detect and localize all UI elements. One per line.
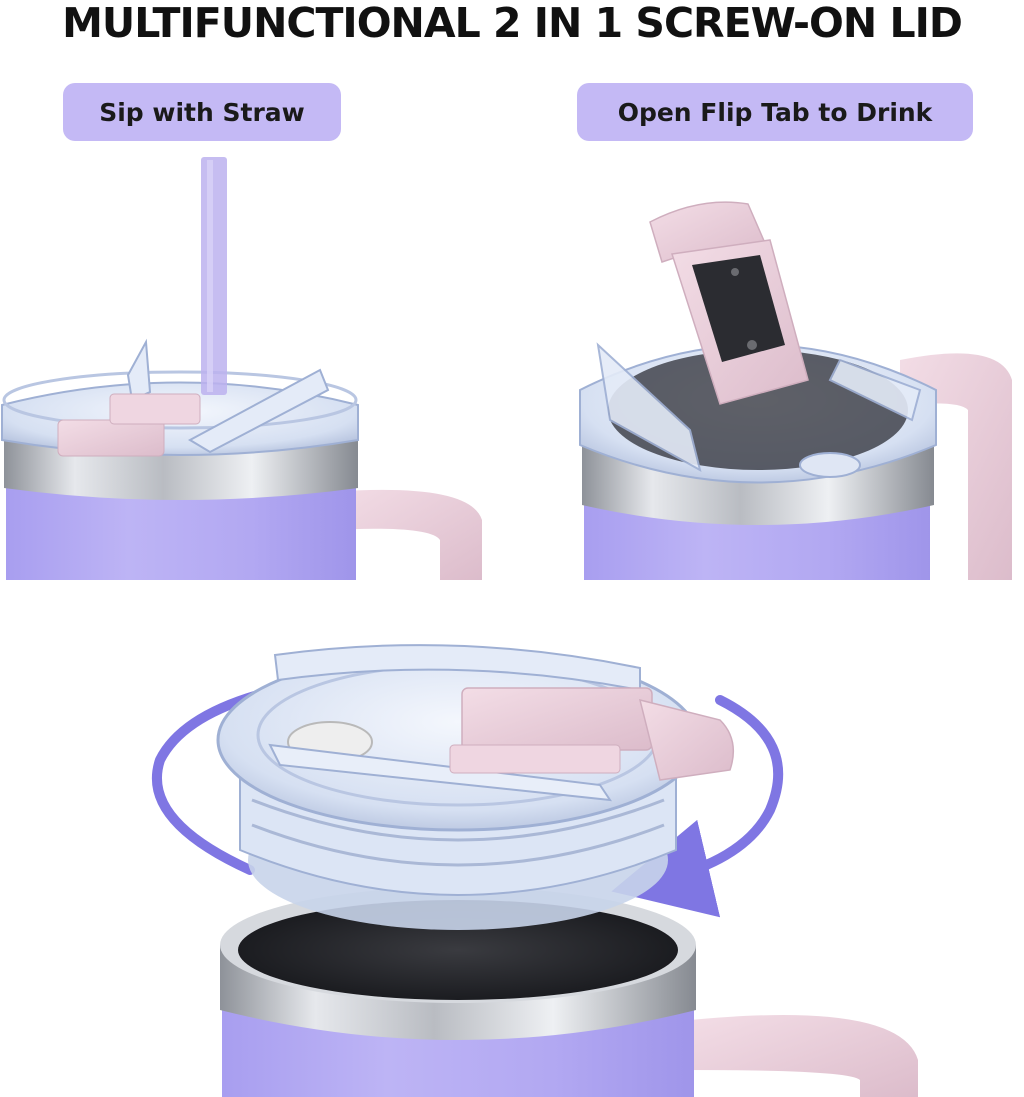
rotation-arrow-right [611,695,784,918]
straw [201,157,227,395]
pink-slider [449,687,735,781]
pink-slider [57,419,165,457]
sip-with-straw-text: Sip with Straw [99,97,305,127]
handle [330,489,482,580]
handle [900,353,1012,580]
flip-tab [649,201,809,405]
open-flip-tab-text: Open Flip Tab to Drink [617,97,933,127]
flip-tab-tumbler [579,201,1012,580]
handle [690,1015,918,1097]
sip-with-straw-label: Sip with Straw [63,83,341,141]
screw-on-lid-demo [151,644,918,1097]
page-title: MULTIFUNCTIONAL 2 IN 1 SCREW-ON LID [62,0,963,47]
tumbler-opening [238,900,678,1000]
straw-tumbler [0,157,482,580]
open-flip-tab-label: Open Flip Tab to Drink [577,83,973,141]
